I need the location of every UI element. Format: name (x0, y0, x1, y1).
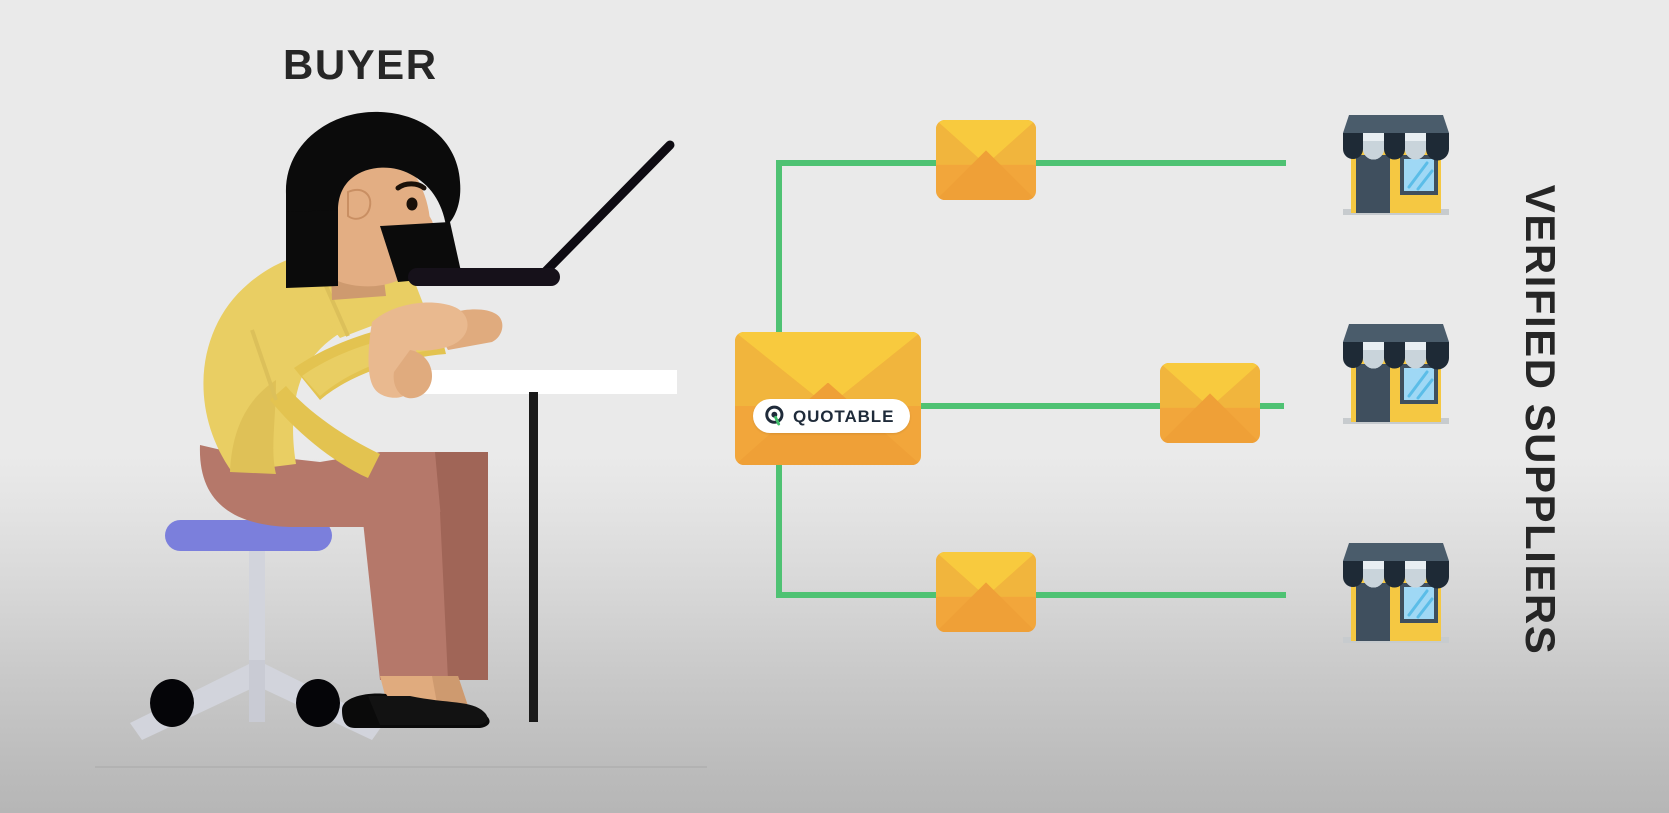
caster-right (296, 679, 340, 727)
envelope-body (1160, 363, 1260, 443)
branch-envelope-top[interactable] (936, 120, 1036, 200)
connector-bottom-right (996, 592, 1286, 598)
desk (390, 370, 677, 722)
ear (347, 188, 372, 220)
quotable-q-icon (764, 405, 786, 427)
laptop-base (408, 268, 560, 286)
buyer-heading: BUYER (283, 41, 438, 88)
shoes (342, 693, 490, 728)
connector-top-left (776, 160, 936, 166)
branch-envelope-bottom[interactable] (936, 552, 1036, 632)
storefront-icon (1343, 324, 1449, 424)
storefront-icon (1343, 115, 1449, 215)
eye (406, 197, 418, 211)
connector-middle-left (920, 403, 1160, 409)
desk-leg (529, 392, 538, 722)
hands (368, 302, 503, 399)
envelope-body (936, 552, 1036, 632)
head (285, 111, 462, 300)
verified-suppliers-heading: VERIFIED SUPPLIERS (1430, 160, 1650, 680)
quotable-hub-envelope[interactable]: QUOTABLE (735, 332, 921, 465)
laptop (408, 140, 675, 286)
desk-top (390, 370, 677, 394)
laptop-screen (540, 140, 675, 277)
office-stool (130, 520, 384, 740)
storefront-supplier-1[interactable] (1337, 103, 1455, 228)
storefront-supplier-2[interactable] (1337, 312, 1455, 437)
caster-left (150, 679, 194, 727)
storefront-supplier-3[interactable] (1337, 531, 1455, 656)
buyer-illustration (130, 111, 677, 740)
connector-bottom-left (776, 592, 936, 598)
verified-suppliers-label: VERIFIED SUPPLIERS (1517, 184, 1565, 656)
quotable-logo-badge[interactable]: QUOTABLE (753, 399, 911, 433)
connector-middle-right (1236, 403, 1284, 409)
floor-line (95, 766, 707, 768)
stool-seat (165, 520, 332, 551)
envelope-body (936, 120, 1036, 200)
storefront-icon (1343, 543, 1449, 643)
connector-top-right (996, 160, 1286, 166)
branch-envelope-middle[interactable] (1160, 363, 1260, 443)
quotable-wordmark: QUOTABLE (793, 406, 895, 426)
eyebrow (395, 181, 427, 191)
buyer-scene (80, 100, 720, 780)
